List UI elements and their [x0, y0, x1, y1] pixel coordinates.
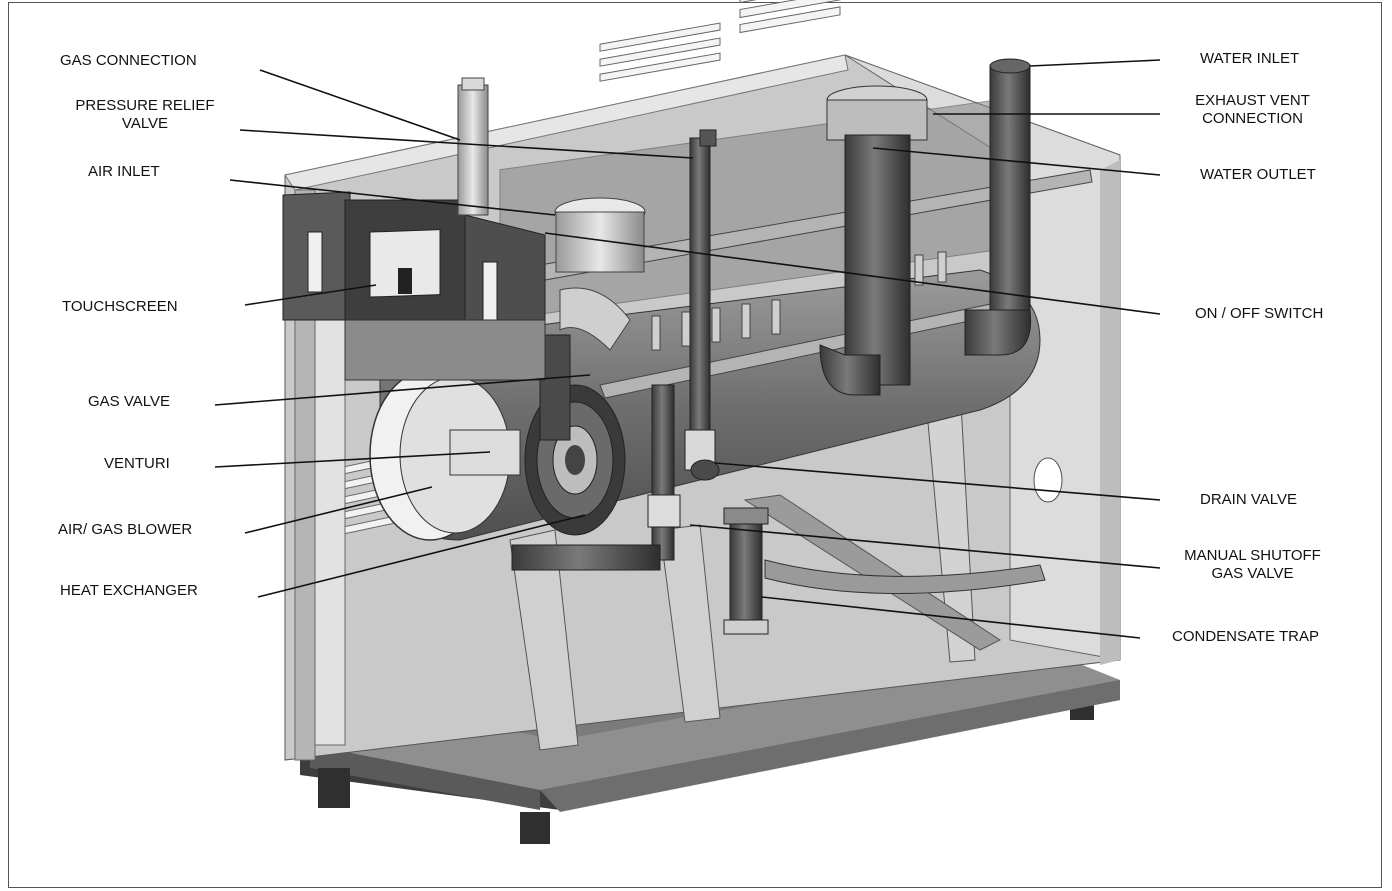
label-air-gas-blower: AIR/ GAS BLOWER: [58, 521, 193, 538]
label-venturi: VENTURI: [104, 455, 170, 472]
label-pressure-relief-valve-line2: VALVE: [121, 115, 169, 132]
label-exhaust-vent-connection: EXHAUST VENT CONNECTION: [1170, 92, 1335, 128]
label-pressure-relief-valve-line1: PRESSURE RELIEF: [75, 97, 215, 114]
label-manual-shutoff-gas-valve: MANUAL SHUTOFF GAS VALVE: [1170, 547, 1335, 583]
label-water-outlet: WATER OUTLET: [1200, 166, 1316, 183]
label-heat-exchanger: HEAT EXCHANGER: [60, 582, 198, 599]
label-manual-shutoff-line1: MANUAL SHUTOFF: [1184, 547, 1321, 564]
label-drain-valve: DRAIN VALVE: [1200, 491, 1297, 508]
label-water-inlet: WATER INLET: [1200, 50, 1300, 67]
label-pressure-relief-valve: PRESSURE RELIEF VALVE: [60, 97, 230, 133]
label-gas-connection: GAS CONNECTION: [60, 52, 197, 69]
label-exhaust-vent-line2: CONNECTION: [1202, 110, 1303, 127]
label-gas-valve: GAS VALVE: [88, 393, 170, 410]
label-on-off-switch: ON / OFF SWITCH: [1195, 305, 1324, 322]
label-air-inlet: AIR INLET: [88, 163, 160, 180]
label-manual-shutoff-line2: GAS VALVE: [1211, 565, 1294, 582]
label-exhaust-vent-line1: EXHAUST VENT: [1195, 92, 1310, 109]
label-touchscreen: TOUCHSCREEN: [62, 298, 178, 315]
label-condensate-trap: CONDENSATE TRAP: [1172, 628, 1319, 645]
